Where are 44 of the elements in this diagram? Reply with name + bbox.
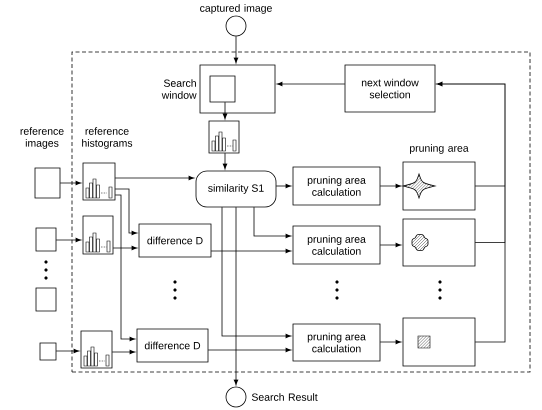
arrow <box>115 194 136 342</box>
blob-shape-drawing <box>412 234 428 251</box>
process-box: next window selection <box>344 64 436 112</box>
box-heading: Search window <box>162 79 197 99</box>
process-box <box>210 76 236 102</box>
arrow <box>222 207 292 338</box>
arrow <box>211 248 292 254</box>
arrow <box>380 242 402 248</box>
process-box <box>36 228 56 252</box>
arrow <box>208 348 292 352</box>
arrow <box>436 82 506 342</box>
process-box <box>402 318 476 366</box>
arrow <box>56 348 80 354</box>
terminator-box: similarity S1 <box>196 170 276 208</box>
arrow <box>276 82 345 86</box>
arrow <box>234 36 238 64</box>
square-shape-drawing <box>418 336 430 348</box>
arrow <box>115 188 138 236</box>
process-box <box>40 342 56 360</box>
arrow <box>380 340 402 344</box>
arrow <box>276 184 292 188</box>
process-box: difference D <box>138 224 212 258</box>
arrow <box>115 176 194 180</box>
arrow <box>113 246 138 250</box>
arrow <box>234 207 238 386</box>
arrow <box>254 207 292 238</box>
box-heading: Search Result <box>252 393 318 401</box>
box-heading: pruning area <box>410 144 469 154</box>
box-heading: reference histograms <box>82 127 132 149</box>
arrow <box>380 184 402 188</box>
box-heading: reference images <box>20 127 64 149</box>
process-box: pruning area calculation <box>292 166 380 206</box>
process-box <box>402 162 476 210</box>
process-box <box>402 218 476 266</box>
arrow <box>56 238 82 242</box>
arrow <box>60 180 82 186</box>
process-box: pruning area calculation <box>292 324 380 362</box>
arrow <box>222 153 228 170</box>
process-box: pruning area calculation <box>292 226 380 264</box>
process-box <box>36 288 56 312</box>
arrow <box>222 102 228 120</box>
box-heading: captured image <box>200 4 272 14</box>
arrow <box>112 350 136 354</box>
process-box: difference D <box>136 328 208 362</box>
